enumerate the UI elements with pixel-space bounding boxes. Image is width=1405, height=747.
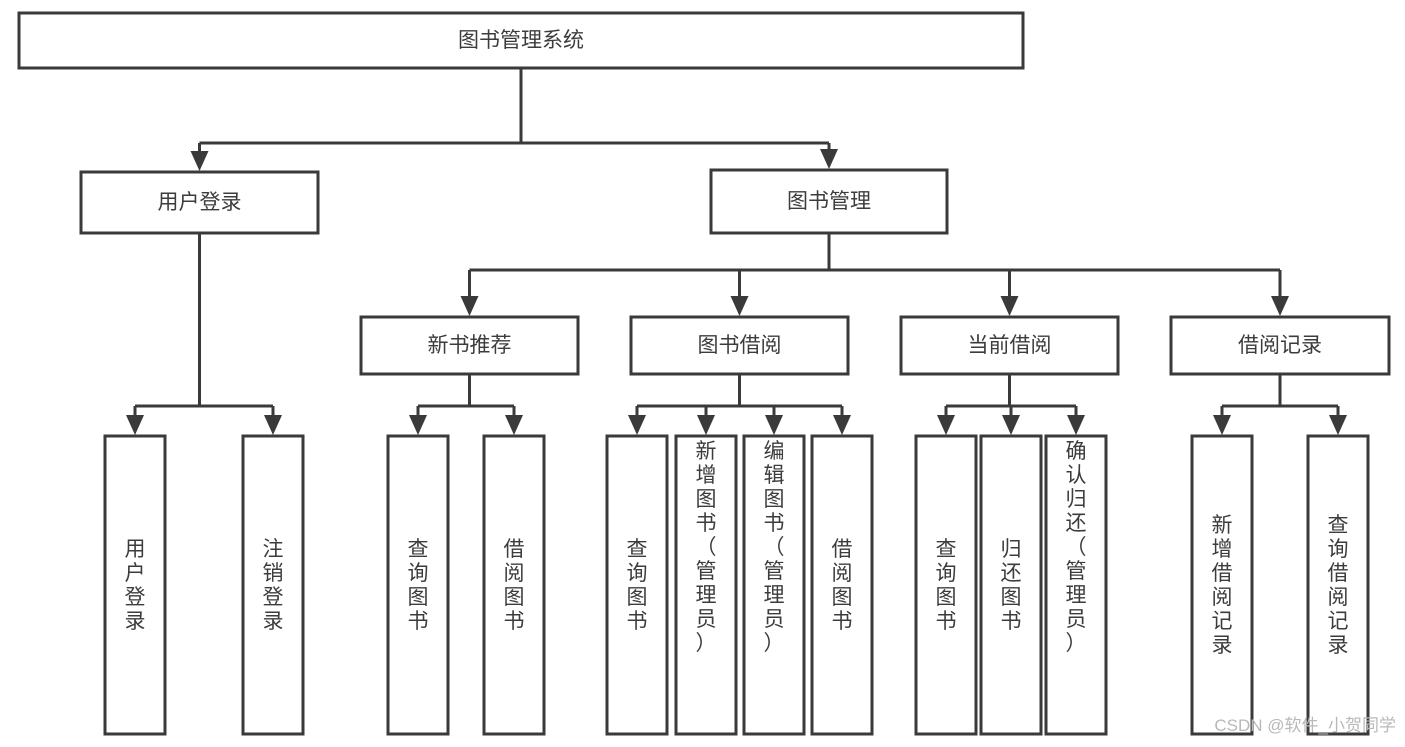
- node-leaf-add-book-admin-label: 新增图书（管理员）: [696, 440, 717, 655]
- node-borrow-record-label: 借阅记录: [1238, 334, 1322, 357]
- node-leaf-query-book-current[interactable]: 查询图书: [914, 434, 978, 736]
- node-leaf-user-login-box[interactable]: [103, 434, 167, 736]
- node-leaf-edit-book-admin-box[interactable]: [742, 434, 806, 736]
- borrow-record-to-leaves-arrow-0: [1213, 415, 1231, 435]
- node-book-borrow[interactable]: 图书借阅: [629, 315, 850, 376]
- node-leaf-query-book-borrow-box[interactable]: [605, 434, 669, 736]
- root-to-level2-arrow-0: [190, 151, 209, 171]
- current-borrow-to-leaves-arrow-2: [1067, 415, 1085, 435]
- book-borrow-to-leaves-arrow-2: [765, 415, 783, 435]
- node-leaf-return-book[interactable]: 归还图书: [979, 434, 1043, 736]
- node-boxes-layer: 图书管理系统用户登录图书管理新书推荐图书借阅当前借阅借阅记录用户登录注销登录查询…: [17, 11, 1391, 736]
- node-user-login-box[interactable]: [79, 170, 320, 235]
- node-leaf-borrow-book-recommend-label: 借阅图书: [504, 538, 525, 633]
- node-leaf-edit-book-admin-label: 编辑图书（管理员）: [764, 440, 785, 655]
- node-leaf-edit-book-admin[interactable]: 编辑图书（管理员）: [742, 434, 806, 736]
- current-borrow-to-leaves-arrow-0: [937, 415, 955, 435]
- node-new-book-recommend-label: 新书推荐: [428, 334, 512, 357]
- node-leaf-add-book-admin[interactable]: 新增图书（管理员）: [674, 434, 738, 736]
- node-new-book-recommend-box[interactable]: [359, 315, 580, 376]
- bookmgmt-to-level3-arrow-0: [460, 296, 479, 316]
- node-root-system[interactable]: 图书管理系统: [17, 11, 1025, 70]
- node-leaf-borrow-book-recommend[interactable]: 借阅图书: [482, 434, 546, 736]
- connector-lines-layer: [126, 68, 1347, 435]
- node-leaf-user-login-label: 用户登录: [125, 538, 146, 633]
- node-book-management[interactable]: 图书管理: [709, 168, 949, 235]
- node-leaf-query-book-current-label: 查询图书: [936, 538, 957, 633]
- node-new-book-recommend[interactable]: 新书推荐: [359, 315, 580, 376]
- node-leaf-add-book-admin-box[interactable]: [674, 434, 738, 736]
- node-leaf-confirm-return-admin-box[interactable]: [1044, 434, 1108, 736]
- node-borrow-record[interactable]: 借阅记录: [1169, 315, 1391, 376]
- node-leaf-query-borrow-record[interactable]: 查询借阅记录: [1306, 434, 1370, 736]
- userlogin-to-leaves-arrow-0: [126, 415, 144, 435]
- node-leaf-confirm-return-admin-label: 确认归还（管理员）: [1066, 440, 1087, 655]
- node-leaf-logout-login-box[interactable]: [241, 434, 305, 736]
- node-book-borrow-box[interactable]: [629, 315, 850, 376]
- book-borrow-to-leaves-arrow-1: [697, 415, 715, 435]
- node-root-system-box[interactable]: [17, 11, 1025, 70]
- node-book-management-label: 图书管理: [787, 190, 871, 213]
- bookmgmt-to-level3-arrow-1: [730, 296, 749, 316]
- node-leaf-add-borrow-record-box[interactable]: [1190, 434, 1254, 736]
- node-user-login-label: 用户登录: [158, 191, 242, 214]
- node-user-login[interactable]: 用户登录: [79, 170, 320, 235]
- borrow-record-to-leaves-arrow-1: [1329, 415, 1347, 435]
- node-book-borrow-label: 图书借阅: [698, 334, 782, 357]
- node-leaf-borrow-book-box[interactable]: [810, 434, 874, 736]
- new-book-recommend-to-leaves-arrow-1: [505, 415, 523, 435]
- node-leaf-borrow-book-label: 借阅图书: [832, 538, 853, 633]
- node-leaf-query-book-recommend-label: 查询图书: [408, 538, 429, 633]
- bookmgmt-to-level3-arrow-3: [1271, 296, 1289, 316]
- node-leaf-logout-login[interactable]: 注销登录: [241, 434, 305, 736]
- book-borrow-to-leaves-arrow-0: [628, 415, 646, 435]
- node-leaf-return-book-label: 归还图书: [1001, 538, 1022, 633]
- root-to-level2-arrow-1: [820, 149, 838, 169]
- node-leaf-query-book-recommend[interactable]: 查询图书: [386, 434, 450, 736]
- node-leaf-query-book-recommend-box[interactable]: [386, 434, 450, 736]
- node-leaf-query-book-borrow-label: 查询图书: [627, 538, 648, 633]
- node-leaf-borrow-book-recommend-box[interactable]: [482, 434, 546, 736]
- bookmgmt-to-level3-arrow-2: [1000, 296, 1019, 316]
- csdn-watermark: CSDN @软件_小贺同学: [1214, 716, 1396, 735]
- node-leaf-query-book-current-box[interactable]: [914, 434, 978, 736]
- node-leaf-query-book-borrow[interactable]: 查询图书: [605, 434, 669, 736]
- node-current-borrow-box[interactable]: [899, 315, 1120, 376]
- book-borrow-to-leaves-arrow-3: [833, 415, 851, 435]
- node-leaf-confirm-return-admin[interactable]: 确认归还（管理员）: [1044, 434, 1108, 736]
- node-current-borrow-label: 当前借阅: [968, 334, 1052, 357]
- node-leaf-borrow-book[interactable]: 借阅图书: [810, 434, 874, 736]
- node-leaf-logout-login-label: 注销登录: [263, 538, 284, 633]
- node-leaf-add-borrow-record[interactable]: 新增借阅记录: [1190, 434, 1254, 736]
- node-leaf-return-book-box[interactable]: [979, 434, 1043, 736]
- node-borrow-record-box[interactable]: [1169, 315, 1391, 376]
- node-leaf-user-login[interactable]: 用户登录: [103, 434, 167, 736]
- node-leaf-query-borrow-record-box[interactable]: [1306, 434, 1370, 736]
- node-root-system-label: 图书管理系统: [458, 29, 584, 52]
- node-leaf-query-borrow-record-label: 查询借阅记录: [1328, 514, 1349, 657]
- new-book-recommend-to-leaves-arrow-0: [409, 415, 427, 435]
- userlogin-to-leaves-arrow-1: [264, 415, 282, 435]
- node-current-borrow[interactable]: 当前借阅: [899, 315, 1120, 376]
- current-borrow-to-leaves-arrow-1: [1002, 415, 1020, 435]
- node-book-management-box[interactable]: [709, 168, 949, 235]
- node-leaf-add-borrow-record-label: 新增借阅记录: [1212, 514, 1233, 657]
